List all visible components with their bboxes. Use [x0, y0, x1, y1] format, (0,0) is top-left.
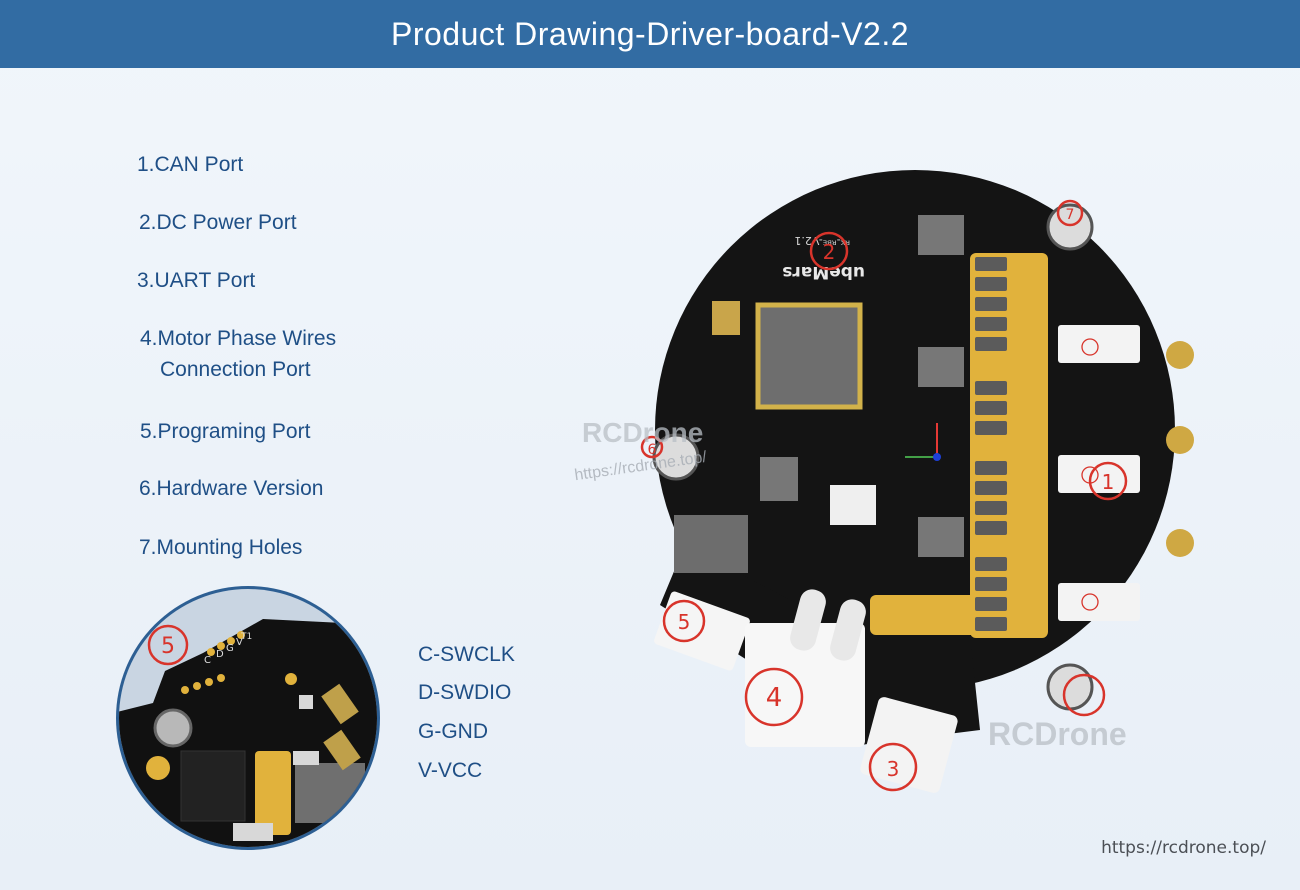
legend-item-programming-port: 5.Programing Port [140, 420, 311, 443]
legend-item-hardware-version: 6.Hardware Version [139, 477, 324, 500]
driver-board-drawing: ubeMars ᴿᴷ-ᴿᴮᴱ-V2.1 1 2 3 4 5 6 7 [640, 170, 1194, 793]
phase-pad-a [1058, 325, 1140, 363]
phase-pad-c [1058, 583, 1140, 621]
page-title: Product Drawing-Driver-board-V2.2 [0, 0, 1300, 68]
board-version-label: ᴿᴷ-ᴿᴮᴱ-V2.1 [794, 234, 850, 247]
inset-marker-label: 5 [161, 634, 175, 659]
marker-circle-7-bottom [1062, 673, 1106, 717]
marker-circle-6 [640, 435, 664, 459]
legend-item-motor-phase-port: 4.Motor Phase Wires Connection Port [140, 327, 337, 381]
inset-pin-c-label: C [204, 655, 211, 666]
watermark-right: RCDrone [988, 716, 1127, 752]
pin-label-vcc: V-VCC [418, 759, 483, 782]
inset-zoom-view: 5 C D G V T1 [116, 586, 380, 850]
driver-ic-2 [918, 347, 964, 387]
inset-pin-d-label: D [216, 649, 224, 660]
phase-pad-b [1058, 455, 1140, 493]
board-brand-label: ubeMars [782, 262, 865, 282]
marker-label-6: 6 [648, 442, 657, 458]
inset-pin-t1-label: T1 [240, 632, 252, 642]
inset-pin-v-label: V [236, 637, 243, 648]
marker-label-7: 7 [1066, 207, 1075, 223]
mcu-chip [755, 302, 863, 410]
marker-circle-2 [809, 231, 849, 271]
inset-pin-g-label: G [226, 643, 234, 654]
marker-label-4: 4 [766, 683, 783, 713]
pin-label-gnd: G-GND [418, 720, 488, 743]
can-port-connector [860, 697, 958, 793]
marker-circle-4 [744, 667, 804, 727]
legend-item-mounting-holes: 7.Mounting Holes [139, 536, 303, 559]
marker-circle-1 [1088, 461, 1128, 501]
legend-item-uart-port: 3.UART Port [137, 269, 256, 292]
pin-label-swclk: C-SWCLK [418, 643, 515, 666]
marker-label-2: 2 [823, 240, 836, 264]
marker-circle-7-top [1056, 199, 1084, 227]
mounting-hole-bottom [1046, 663, 1094, 711]
driver-ic-1 [918, 215, 964, 255]
marker-label-1: 1 [1102, 470, 1115, 494]
legend-item-can-port: 1.CAN Port [137, 153, 244, 176]
marker-circle-3 [868, 742, 918, 792]
inset-marker-circle [147, 624, 189, 666]
watermark-left: RCDrone [582, 417, 704, 448]
footer-url: https://rcdrone.top/ [1101, 838, 1266, 858]
marker-label-5: 5 [678, 610, 691, 634]
legend-item-dc-power-port: 2.DC Power Port [139, 211, 297, 234]
marker-label-3: 3 [887, 757, 900, 781]
marker-circle-5 [662, 599, 706, 643]
driver-ic-3 [918, 517, 964, 557]
pin-label-swdio: D-SWDIO [418, 681, 512, 704]
